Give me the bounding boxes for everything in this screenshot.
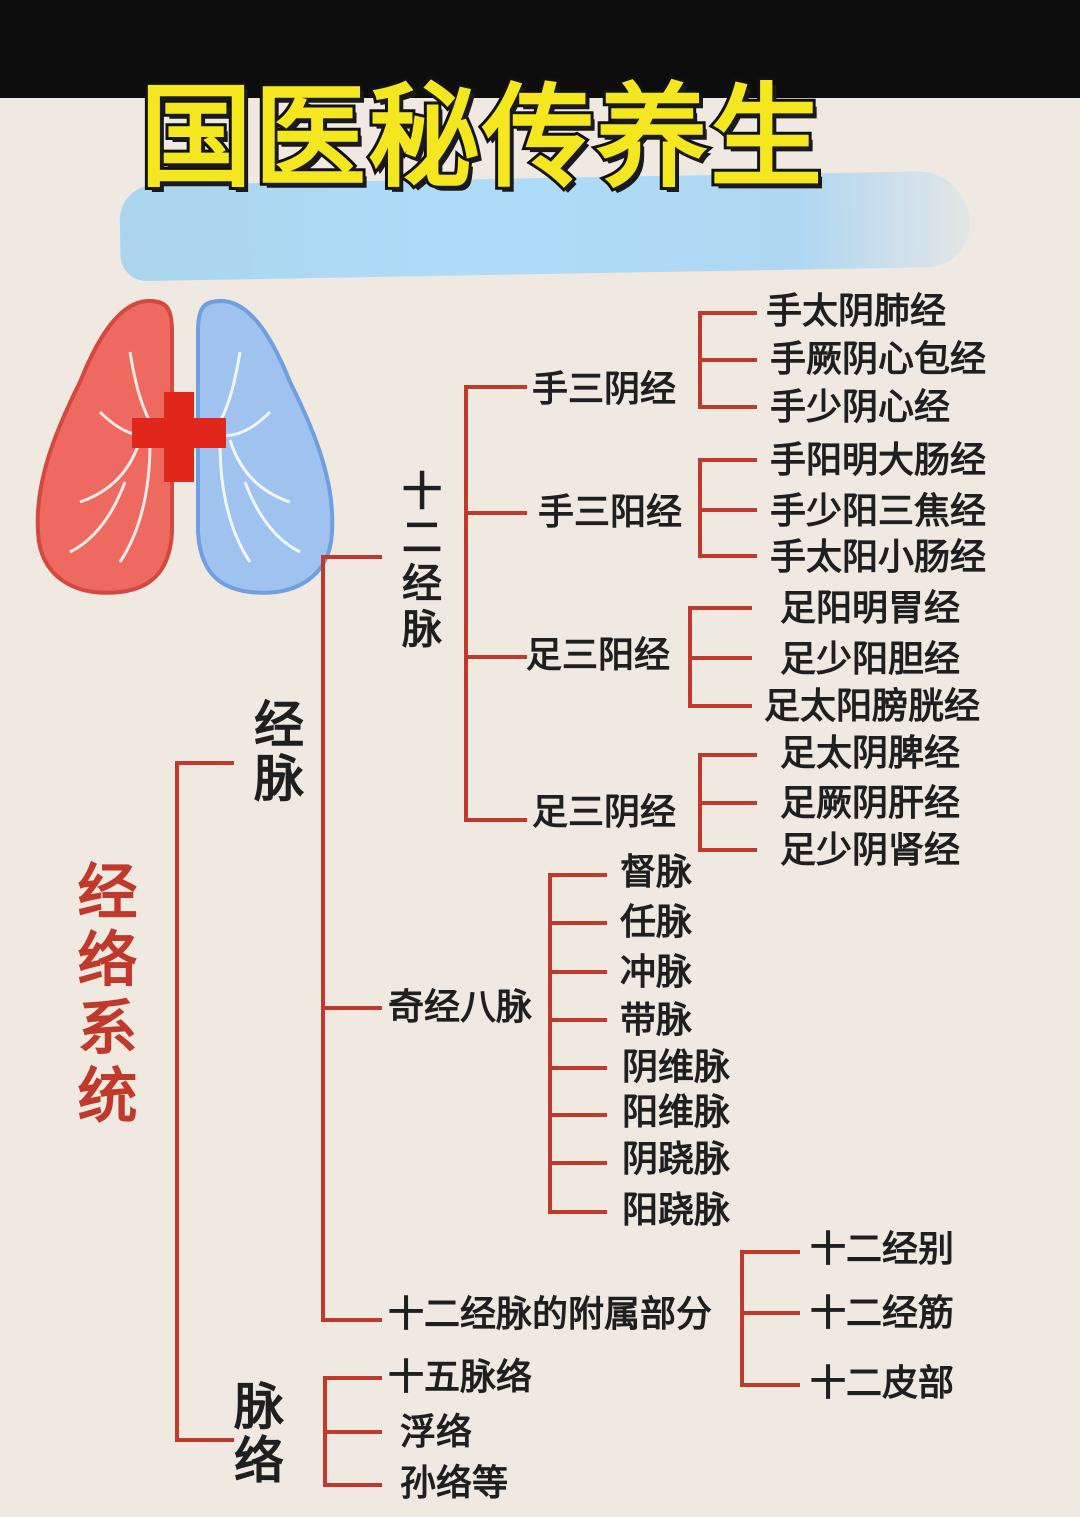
luomai-item: 十五脉络 — [388, 1357, 533, 1398]
qijing-item: 阴跷脉 — [622, 1139, 731, 1180]
root-label: 经络系统 — [67, 860, 137, 1132]
qijing-item: 阳跷脉 — [622, 1190, 731, 1231]
fushu-item: 十二经别 — [810, 1229, 955, 1270]
qijing-label: 奇经八脉 — [388, 987, 533, 1028]
qijing-item: 带脉 — [620, 1000, 693, 1041]
page-title: 国医秘传养生 — [137, 73, 825, 203]
meridian-item: 手少阳三焦经 — [770, 491, 987, 532]
qijing-item: 冲脉 — [620, 952, 693, 993]
fushu-item: 十二经筋 — [810, 1293, 955, 1334]
meridian-item: 足厥阴肝经 — [780, 783, 961, 824]
meridian-item: 足太阴脾经 — [780, 733, 961, 774]
jingmai-label: 经脉 — [246, 698, 304, 806]
group-label: 手三阴经 — [532, 369, 677, 410]
shier-jingmai-label: 十二经脉 — [395, 470, 441, 654]
qijing-item: 阳维脉 — [622, 1092, 731, 1133]
meridian-item: 足少阳胆经 — [780, 639, 961, 680]
luomai-label: 脉络 — [226, 1380, 284, 1488]
group-label: 足三阴经 — [532, 792, 677, 833]
qijing-item: 阴维脉 — [622, 1047, 731, 1088]
meridian-item: 足少阴肾经 — [780, 830, 961, 871]
fushu-label: 十二经脉的附属部分 — [388, 1294, 713, 1335]
qijing-item: 任脉 — [620, 902, 693, 943]
meridian-item: 手太阴肺经 — [766, 291, 947, 332]
meridian-item: 手厥阴心包经 — [770, 339, 987, 380]
group-label: 足三阳经 — [526, 635, 671, 676]
luomai-item: 孙络等 — [400, 1463, 509, 1504]
luomai-item: 浮络 — [400, 1412, 473, 1453]
meridian-item: 足阳明胃经 — [780, 588, 961, 629]
meridian-item: 手阳明大肠经 — [770, 440, 987, 481]
meridian-item: 手少阴心经 — [770, 387, 951, 428]
meridian-item: 足太阳膀胱经 — [764, 686, 981, 727]
fushu-item: 十二皮部 — [810, 1363, 955, 1404]
qijing-item: 督脉 — [620, 852, 693, 893]
meridian-item: 手太阳小肠经 — [770, 537, 987, 578]
group-label: 手三阳经 — [538, 492, 683, 533]
top-black-band — [0, 0, 1080, 98]
